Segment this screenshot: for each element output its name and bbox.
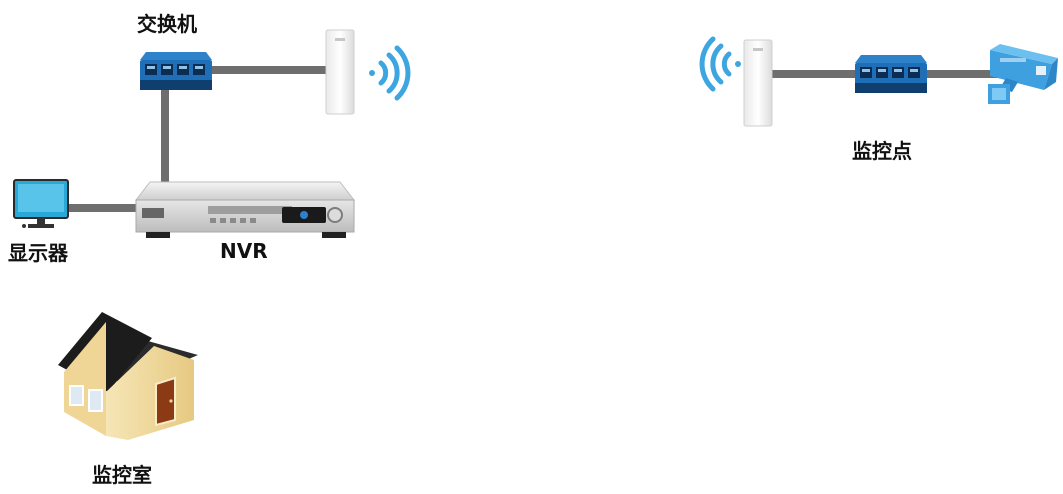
- access-point-icon: [325, 29, 355, 115]
- switch-icon: [140, 52, 212, 90]
- monitor-label: 显示器: [8, 241, 69, 265]
- control-room-label: 监控室: [92, 463, 152, 487]
- switch-label-left: 交换机: [137, 12, 197, 36]
- wifi-signal-icon: [369, 45, 411, 101]
- camera-icon: [988, 44, 1058, 104]
- switch-icon: [855, 55, 927, 93]
- monitoring-point-label: 监控点: [852, 139, 912, 163]
- access-point-icon: [743, 39, 773, 127]
- cables: [66, 66, 1000, 212]
- monitor-icon: [13, 179, 69, 228]
- wifi-signal-icon: [699, 36, 741, 92]
- nvr-icon: [134, 181, 356, 238]
- nvr-label: NVR: [220, 239, 268, 263]
- house-icon: [58, 312, 198, 440]
